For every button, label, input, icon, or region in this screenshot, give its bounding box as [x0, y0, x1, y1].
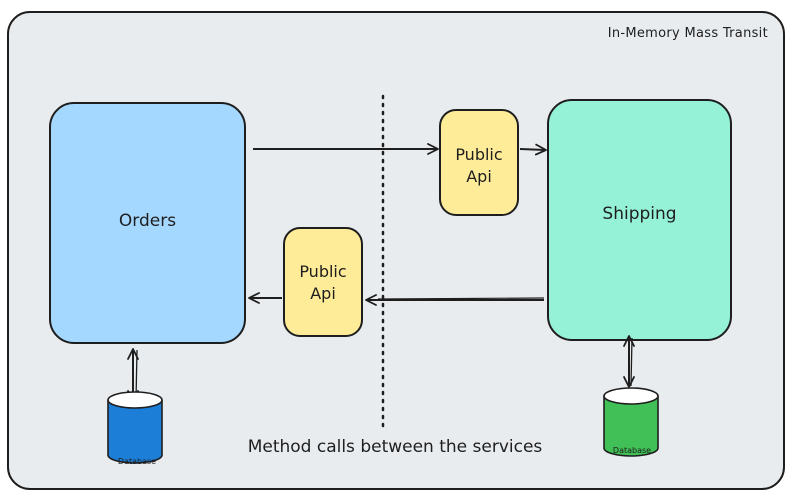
shipping-to-public-api-arrow-second-stroke: [377, 297, 545, 300]
public-api-top-line2: Api: [466, 167, 492, 186]
public-api-bottom-label: Public Api: [284, 261, 362, 305]
public-api-bottom-box: [283, 227, 363, 337]
public-api-to-shipping-arrow: [519, 143, 547, 156]
shipping-database-icon: [603, 387, 659, 457]
public-api-top-label: Public Api: [440, 144, 518, 188]
orders-service-box: [49, 102, 246, 344]
public-api-top-line1: Public: [455, 145, 503, 164]
shipping-label: Shipping: [602, 204, 677, 224]
shipping-database-label: Database: [612, 446, 652, 455]
container-title: In-Memory Mass Transit: [607, 26, 768, 41]
public-api-top-box: [439, 109, 519, 216]
public-api-bottom-line1: Public: [299, 262, 347, 281]
orders-database-label: Database: [117, 457, 157, 466]
orders-label: Orders: [118, 211, 177, 231]
shipping-service-box: [547, 99, 732, 341]
shipping-db-connector-second-stroke: [630, 337, 633, 387]
public-api-bottom-line2: Api: [310, 284, 336, 303]
orders-database-icon: [107, 391, 163, 464]
diagram-caption: Method calls between the services: [247, 437, 543, 457]
